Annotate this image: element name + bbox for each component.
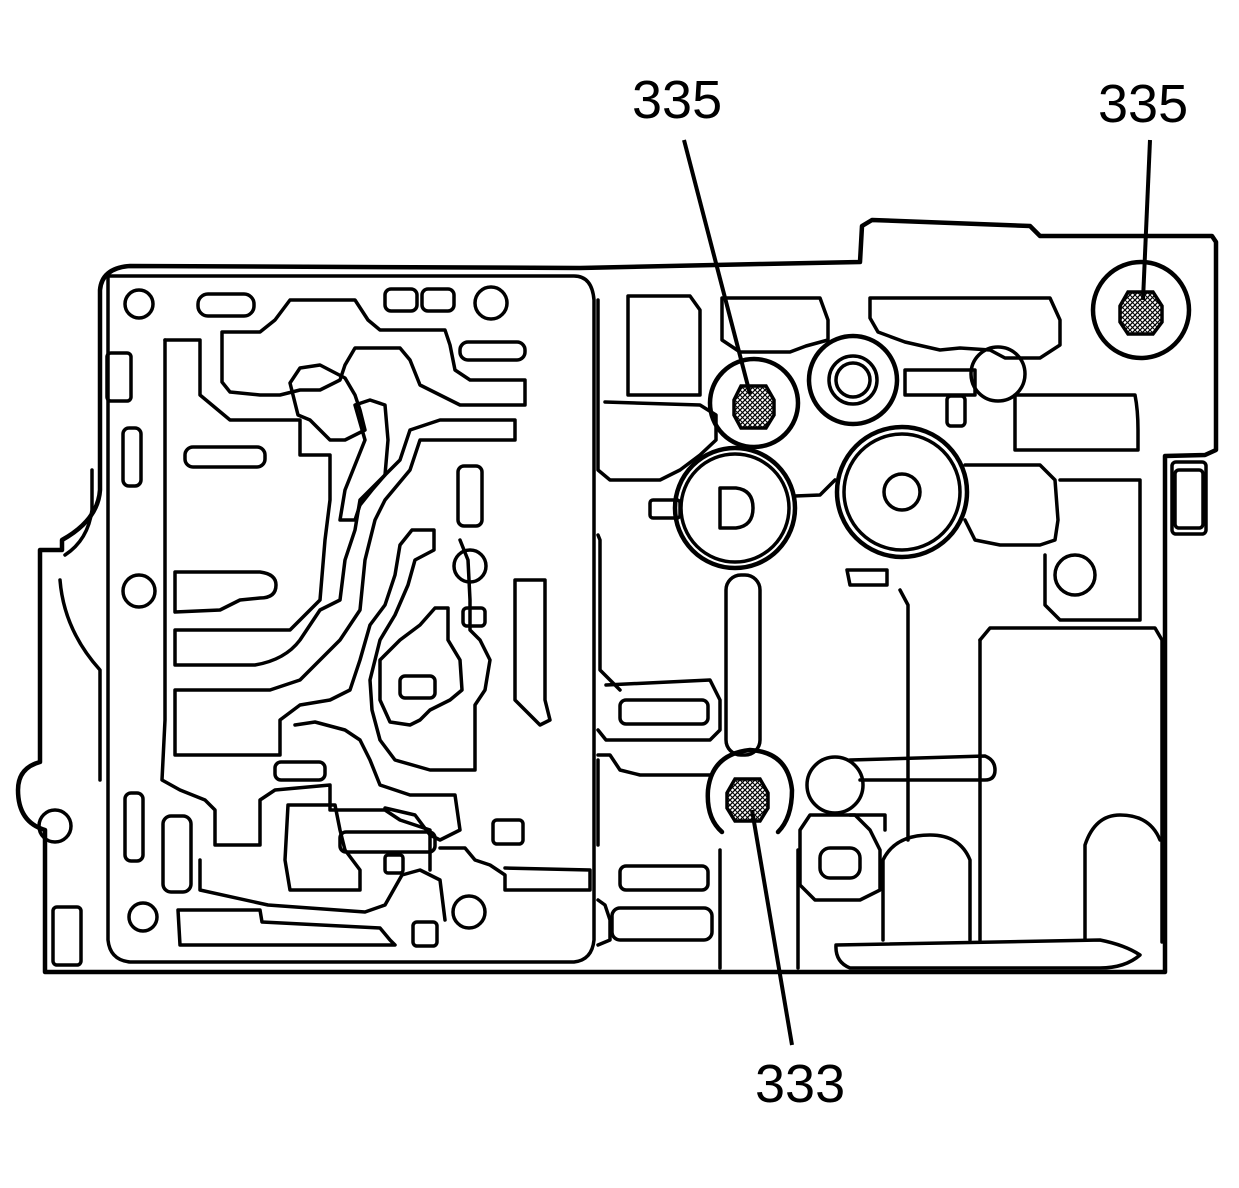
bore-d-ring-outer: [672, 445, 798, 571]
valve-body-housing: [15, 217, 1219, 975]
bore-upper-outer: [806, 333, 900, 427]
bore-large-outer: [834, 424, 970, 560]
right-passages: [596, 294, 1208, 970]
left-passages: [160, 285, 592, 948]
valve-bores: [672, 333, 970, 571]
callout-label-333: 333: [755, 1054, 845, 1114]
bolt-335-center: [707, 356, 801, 450]
left-ports: [37, 288, 193, 967]
callout-label-335-center: 335: [632, 70, 722, 130]
leader-lines: [682, 139, 1152, 1046]
bolt-333: [705, 747, 795, 835]
callout-label-335-right: 335: [1098, 74, 1188, 134]
d-shaped-bore: [718, 486, 755, 530]
leader-line-333: [750, 809, 794, 1046]
leader-line-335-right: [1141, 139, 1152, 301]
leader-line-335-center: [682, 139, 752, 395]
bolt-335-right: [1090, 259, 1192, 361]
